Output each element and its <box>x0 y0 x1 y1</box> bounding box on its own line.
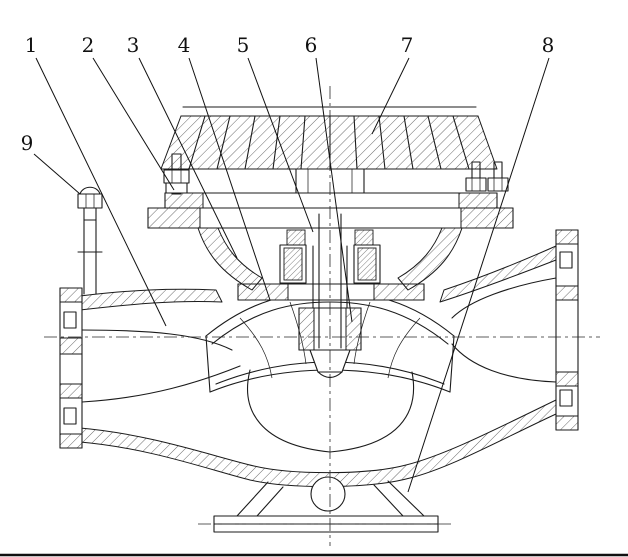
callout-8-label: 8 <box>542 33 555 57</box>
casing-cover-and-seal <box>237 229 425 301</box>
mounting-bolts-right <box>465 161 509 192</box>
leader-7 <box>371 57 410 135</box>
leader-5 <box>247 57 314 233</box>
seal-packing-left <box>283 247 303 281</box>
leader-3 <box>138 57 238 259</box>
callout-9-label: 9 <box>21 131 34 155</box>
motor-stool <box>197 227 463 291</box>
seal-gland-right <box>354 229 374 246</box>
callout-1-label: 1 <box>25 33 38 57</box>
callout-3-label: 3 <box>127 33 140 57</box>
suction-bolt-hole <box>63 407 77 425</box>
seal-gland-left <box>286 229 306 246</box>
drain-dome <box>310 476 346 512</box>
mounting-bolt-left <box>163 153 190 195</box>
callout-6-label: 6 <box>305 33 318 57</box>
centerlines <box>44 86 600 546</box>
leader-4 <box>188 57 271 301</box>
leader-6 <box>315 57 353 323</box>
callout-2-label: 2 <box>82 33 95 57</box>
suction-bolt-hole <box>63 311 77 329</box>
leader-lines <box>33 57 550 493</box>
motor-mounting-plate <box>147 192 514 229</box>
discharge-bolt-hole <box>559 251 573 269</box>
pump-shaft <box>298 213 362 379</box>
vent-cock <box>77 186 103 295</box>
leader-2 <box>92 57 175 191</box>
callout-5-label: 5 <box>237 33 250 57</box>
discharge-bolt-hole <box>559 389 573 407</box>
callout-labels: 1 2 3 4 5 6 7 8 9 <box>21 33 555 155</box>
suction-flange <box>59 287 83 449</box>
callout-4-label: 4 <box>178 33 191 57</box>
leader-9 <box>33 153 81 195</box>
callout-7-label: 7 <box>401 33 414 57</box>
leader-8 <box>407 57 550 493</box>
discharge-flange <box>555 229 579 431</box>
seal-packing-right <box>357 247 377 281</box>
leader-1 <box>35 57 167 327</box>
